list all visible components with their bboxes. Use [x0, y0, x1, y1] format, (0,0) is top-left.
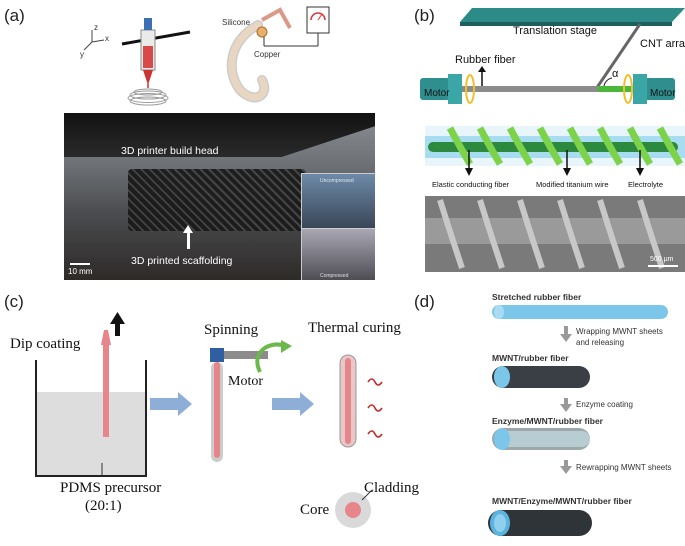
- pdms-label: PDMS precursor: [60, 480, 162, 496]
- cnt-array-label: CNT array: [640, 38, 685, 50]
- arrow1-line2-label: and releasing: [576, 338, 625, 347]
- scaffolding-label: 3D printed scaffolding: [131, 255, 233, 267]
- panel-c-label: (c): [4, 292, 24, 311]
- alpha-label: α: [612, 68, 619, 80]
- scaffold-shape: [128, 169, 306, 231]
- scaffold-arrowhead: [183, 225, 193, 233]
- motor-right-label: Motor: [650, 88, 676, 99]
- arrow3-label: Rewrapping MWNT sheets: [576, 463, 672, 472]
- panel-d-label: (d): [414, 292, 435, 311]
- scale-a-label: 10 mm: [68, 267, 93, 276]
- step1-label: Stretched rubber fiber: [492, 292, 582, 302]
- titanium-wire-label: Modified titanium wire: [536, 180, 609, 189]
- build-head-label: 3D printer build head: [121, 145, 219, 157]
- scale-bar-a: [70, 263, 90, 265]
- thermal-curing-label: Thermal curing: [308, 320, 401, 336]
- scaffold-arrow: [187, 231, 190, 249]
- spinning-label: Spinning: [204, 322, 259, 338]
- step2-label: MWNT/rubber fiber: [492, 353, 569, 363]
- dip-coating-label: Dip coating: [10, 336, 81, 352]
- inset-top: [301, 173, 375, 229]
- motor-left-label: Motor: [424, 88, 450, 99]
- panel-a-label: (a): [4, 6, 25, 25]
- step4-label: MWNT/Enzyme/MWNT/rubber fiber: [492, 496, 632, 506]
- electrolyte-label: Electrolyte: [628, 180, 664, 189]
- motor-label: Motor: [228, 374, 263, 389]
- arrow2-label: Enzyme coating: [576, 400, 633, 409]
- copper-label: Copper: [254, 50, 281, 59]
- axis-x-label: x: [105, 34, 109, 43]
- rubber-fiber-label: Rubber fiber: [455, 54, 516, 66]
- scale-b-label: 500 μm: [650, 256, 674, 263]
- silicone-label: Silicone: [222, 18, 251, 27]
- arrow1-line1-label: Wrapping MWNT sheets: [576, 327, 663, 336]
- inset-uncompressed-label: Uncompressed: [320, 178, 354, 184]
- inset-bottom: [301, 228, 375, 280]
- panel-b-label: (b): [414, 6, 435, 25]
- elastic-fiber-label: Elastic conducting fiber: [432, 180, 510, 189]
- translation-stage-label: Translation stage: [513, 25, 597, 37]
- core-label: Core: [300, 502, 330, 518]
- inset-compressed-label: Compressed: [320, 273, 349, 279]
- axis-z-label: z: [94, 23, 98, 32]
- step3-label: Enzyme/MWNT/rubber fiber: [492, 416, 603, 426]
- cladding-label: Cladding: [364, 480, 419, 496]
- panel-a-photo: [64, 113, 375, 280]
- ratio-label: (20:1): [85, 498, 122, 514]
- axis-y-label: y: [80, 50, 84, 59]
